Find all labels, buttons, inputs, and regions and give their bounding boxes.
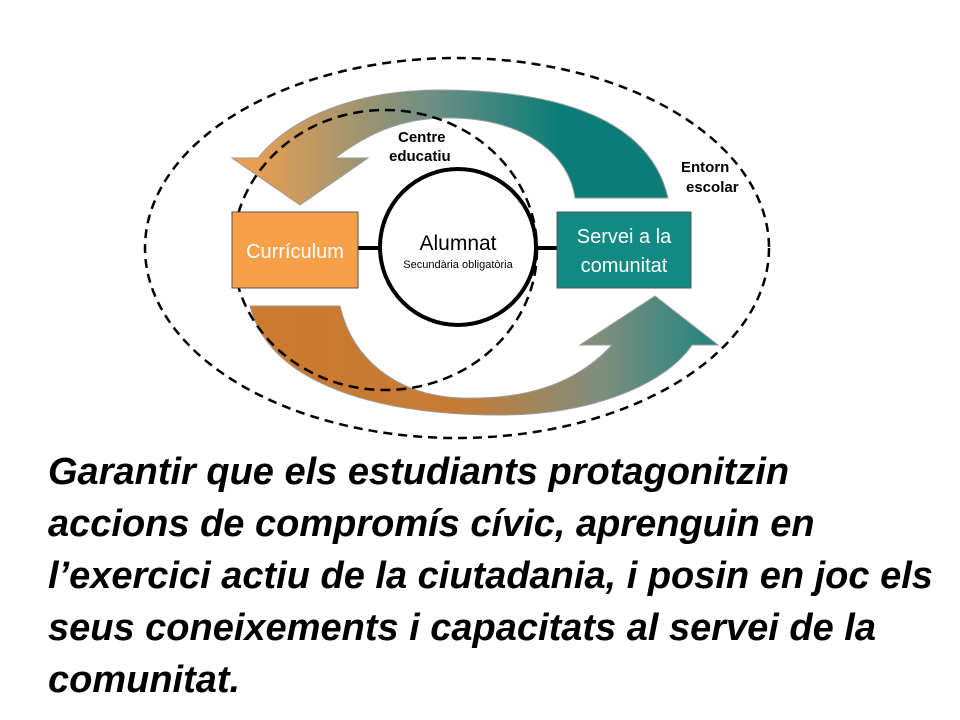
student-title: Alumnat: [419, 232, 496, 255]
school-label-line2: educatiu: [389, 148, 451, 165]
service-label-line1: Servei a la: [577, 226, 672, 248]
curriculum-box: [231, 211, 359, 289]
bottom-arrow: [249, 295, 720, 416]
outer-boundary: [143, 56, 771, 440]
service-box: [556, 211, 692, 289]
school-label-line1: Centre: [398, 129, 446, 146]
service-learning-diagram: Currículum Servei a la comunitat Alumnat…: [143, 56, 771, 440]
caption-text: Garantir que els estudiants protagonitzi…: [48, 451, 933, 701]
top-arrow: [230, 89, 669, 206]
environment-label-line2: escolar: [686, 179, 739, 196]
student-subtitle: Secundària obligatòria: [403, 259, 513, 271]
student-circle: [378, 167, 538, 327]
curriculum-label: Currículum: [246, 241, 344, 263]
service-label-line2: comunitat: [581, 255, 668, 277]
environment-label-line1: Entorn: [681, 159, 729, 176]
